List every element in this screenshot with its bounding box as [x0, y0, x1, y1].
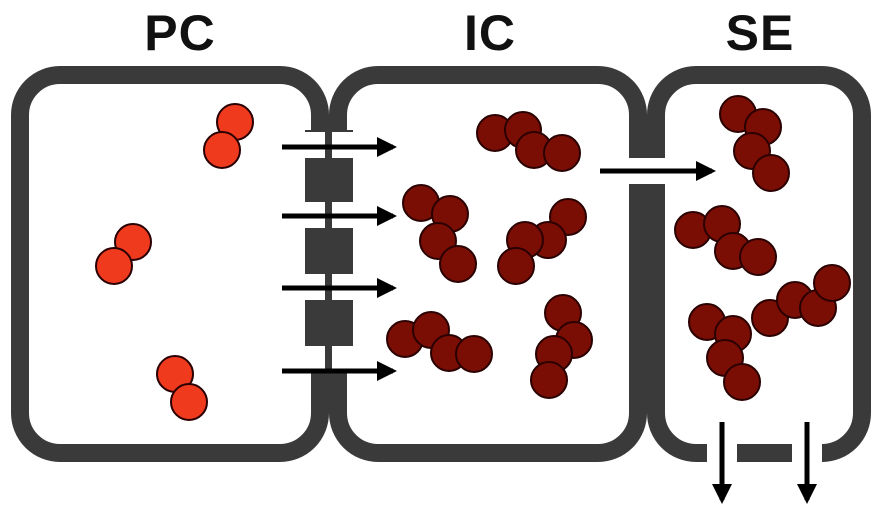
particles — [95, 95, 851, 421]
compartment-pc — [11, 66, 329, 462]
particle — [439, 245, 477, 283]
label-pc: PC — [144, 5, 216, 61]
particle — [813, 264, 851, 302]
particle — [739, 238, 777, 276]
ic-cluster-4 — [386, 311, 493, 373]
ic-cluster-1 — [476, 111, 581, 172]
label-ic: IC — [464, 5, 516, 61]
particle — [543, 134, 581, 172]
particle — [203, 131, 241, 169]
ic-cluster-2 — [402, 184, 477, 283]
se-cluster-1 — [719, 95, 790, 192]
particle — [530, 361, 568, 399]
particle — [723, 363, 761, 401]
se-cluster-3 — [688, 303, 761, 401]
particle — [752, 154, 790, 192]
ic-cluster-5 — [530, 294, 593, 399]
ic-cluster-3 — [497, 198, 587, 285]
pc-dimer-1 — [203, 103, 254, 169]
pc-dimer-2 — [95, 223, 152, 285]
pc-dimer-3 — [156, 355, 208, 421]
particle — [95, 247, 133, 285]
se-cluster-2 — [674, 205, 777, 276]
particle — [497, 247, 535, 285]
plasmodesmata-pc-ic — [305, 130, 353, 372]
se-cluster-4 — [751, 264, 851, 337]
label-se: SE — [725, 5, 795, 61]
particle — [170, 383, 208, 421]
particle — [455, 335, 493, 373]
